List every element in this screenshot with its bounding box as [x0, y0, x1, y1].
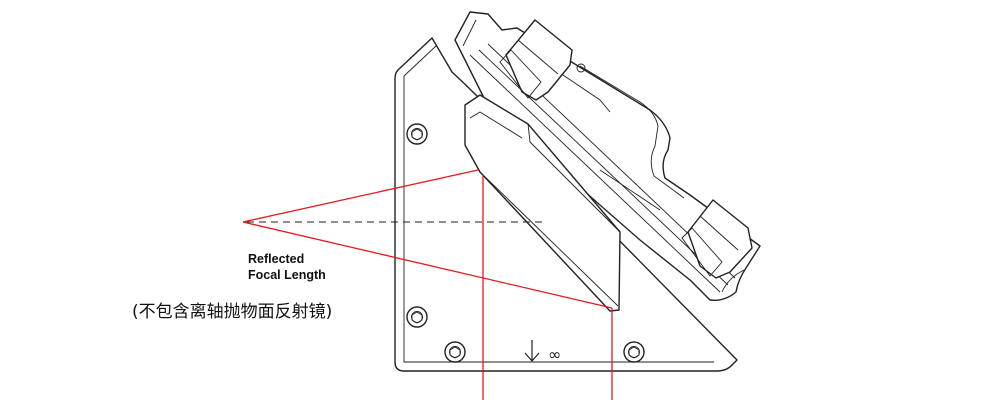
screw-bottom-center — [444, 341, 466, 363]
optical-rays — [242, 169, 613, 400]
mirror-wedge — [464, 94, 621, 312]
screw-bottom-left — [406, 306, 428, 328]
infinity-symbol: ∞ — [548, 345, 561, 364]
upper-adjuster-knob — [499, 19, 573, 101]
screw-top-left — [406, 123, 428, 145]
ray-to-mirror-bottom — [242, 221, 613, 309]
reflected-label: Reflected — [248, 252, 304, 266]
focal-length-label: Focal Length — [248, 268, 326, 282]
chinese-note: (不包含离轴抛物面反射镜) — [132, 302, 332, 322]
lower-adjuster-knob — [681, 199, 753, 279]
down-arrow-icon — [524, 340, 540, 362]
screw-bottom-right — [623, 341, 645, 363]
ray-to-mirror-top — [242, 169, 479, 223]
